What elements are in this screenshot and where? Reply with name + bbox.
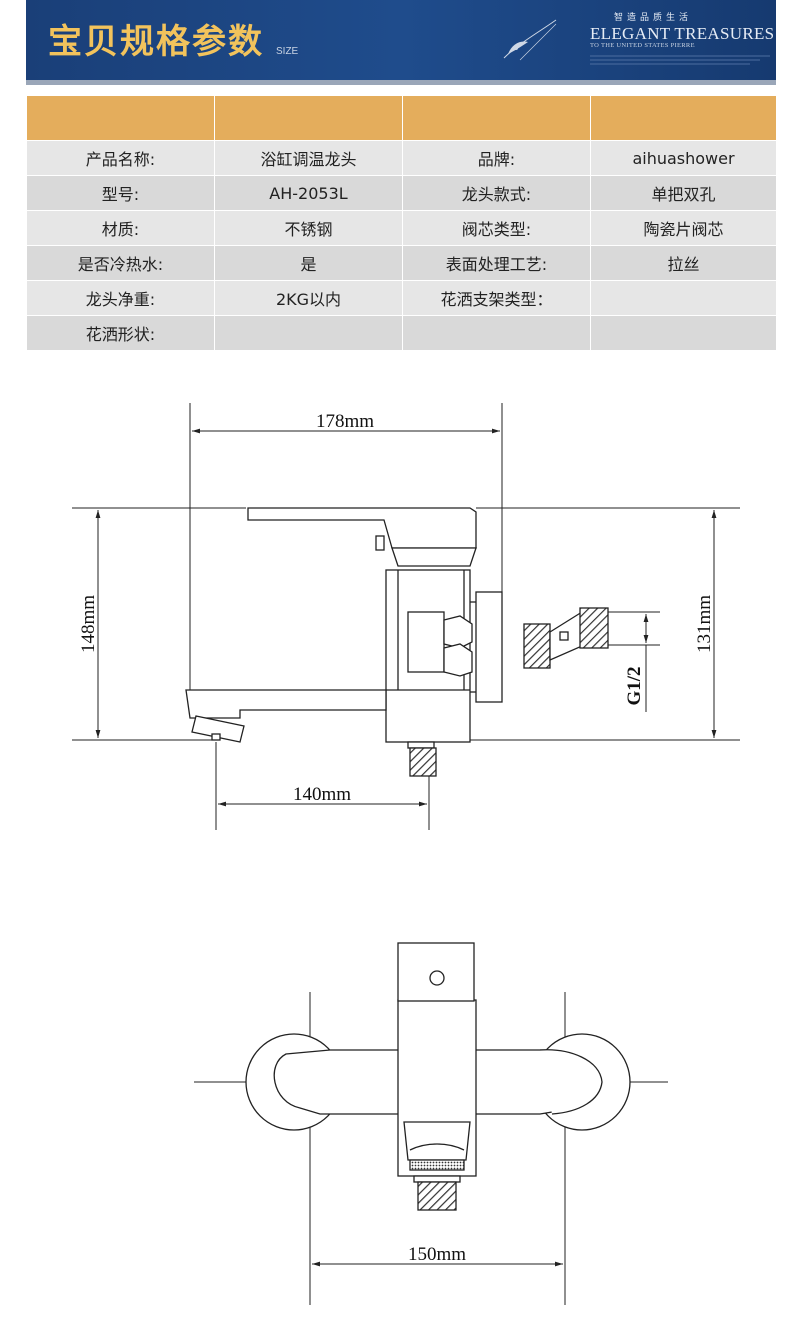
spec-label: 产品名称: (26, 140, 215, 176)
spec-value (590, 280, 777, 316)
table-row: 是否冷热水: 是 表面处理工艺: 拉丝 (26, 245, 777, 281)
brand-logo-icon (503, 19, 557, 61)
spec-label: 龙头净重: (26, 280, 215, 316)
spec-value: 2KG以内 (214, 280, 403, 316)
dimension-thread-label: G1/2 (624, 666, 645, 705)
spec-value: aihuashower (590, 140, 777, 176)
banner-divider (26, 80, 776, 85)
table-header-cell (590, 95, 777, 141)
page-title: 宝贝规格参数 (48, 22, 264, 62)
spec-label: 是否冷热水: (26, 245, 215, 281)
table-row: 材质: 不锈钢 阀芯类型: 陶瓷片阀芯 (26, 210, 777, 246)
dimension-height-left-label: 148mm (78, 595, 99, 653)
table-row: 花洒形状: (26, 315, 777, 351)
spec-value (214, 315, 403, 351)
table-header-row (26, 95, 777, 141)
side-view (72, 403, 740, 830)
spec-value (590, 315, 777, 351)
dimension-width-label: 178mm (316, 411, 374, 432)
spec-value: 是 (214, 245, 403, 281)
table-row: 型号: AH-2053L 龙头款式: 单把双孔 (26, 175, 777, 211)
spec-label: 品牌: (402, 140, 591, 176)
spec-table: 产品名称: 浴缸调温龙头 品牌: aihuashower 型号: AH-2053… (26, 95, 777, 351)
table-header-cell (402, 95, 591, 141)
dimension-base-width-label: 150mm (408, 1244, 466, 1265)
spec-label (402, 315, 591, 351)
spec-value: 浴缸调温龙头 (214, 140, 403, 176)
front-view (194, 942, 668, 1305)
spec-value: 陶瓷片阀芯 (590, 210, 777, 246)
dimension-height-right-label: 131mm (694, 595, 715, 653)
size-label: SIZE (276, 46, 299, 57)
table-row: 产品名称: 浴缸调温龙头 品牌: aihuashower (26, 140, 777, 176)
spec-value: 不锈钢 (214, 210, 403, 246)
spec-label: 花洒形状: (26, 315, 215, 351)
spec-value: AH-2053L (214, 175, 403, 211)
spec-label: 花洒支架类型： (402, 280, 591, 316)
dimension-spout-label: 140mm (293, 784, 351, 805)
brand-name: ELEGANT TREASURES (590, 24, 775, 43)
technical-drawing: 178mm 148mm 131mm 140mm G1/2 150mm (72, 403, 740, 1305)
spec-value: 单把双孔 (590, 175, 777, 211)
table-row: 龙头净重: 2KG以内 花洒支架类型： (26, 280, 777, 316)
spec-label: 阀芯类型: (402, 210, 591, 246)
header-banner: 宝贝规格参数 SIZE 智造品质生活 ELEGANT TREASURES TO … (26, 0, 776, 80)
table-header-cell (26, 95, 215, 141)
table-header-cell (214, 95, 403, 141)
spec-label: 龙头款式: (402, 175, 591, 211)
spec-value: 拉丝 (590, 245, 777, 281)
spec-label: 材质: (26, 210, 215, 246)
spec-label: 型号: (26, 175, 215, 211)
brand-subtitle: TO THE UNITED STATES PIERRE (590, 42, 695, 49)
spec-label: 表面处理工艺: (402, 245, 591, 281)
decorative-lines (590, 55, 770, 65)
brand-slogan: 智造品质生活 (614, 13, 693, 23)
